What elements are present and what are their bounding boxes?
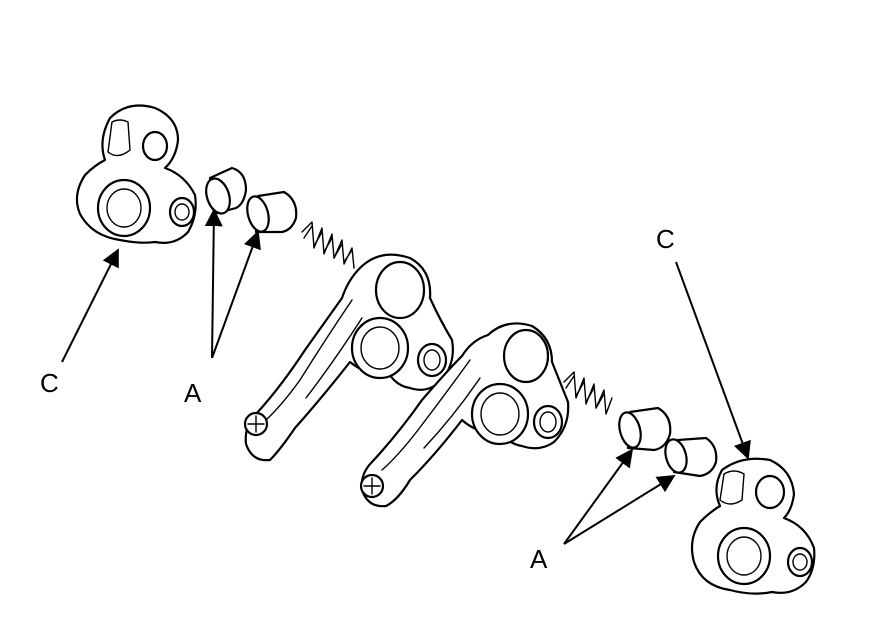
rocker-shaft-holder-right: [690, 457, 816, 595]
spring-right: [563, 371, 613, 415]
leader-c-right: [675, 261, 751, 460]
collar-left-1: [205, 166, 248, 216]
leader-a-left-2: [211, 230, 261, 359]
leader-lines: [61, 208, 751, 545]
collar-left-2: [246, 190, 298, 234]
rocker-arm-left: [243, 253, 454, 462]
rocker-arm-right: [359, 322, 570, 508]
leader-a-left-1: [204, 208, 223, 359]
leader-c-left: [61, 248, 119, 363]
collar-right-1: [618, 406, 672, 452]
callout-a-right: A: [530, 544, 548, 574]
collar-right-2: [664, 436, 718, 478]
leader-a-right-2: [563, 475, 676, 545]
spring-left: [301, 221, 355, 269]
callout-c-left: C: [40, 368, 59, 398]
rocker-shaft-holder-left: [75, 104, 197, 244]
leader-a-right-1: [563, 448, 634, 545]
callout-c-right: C: [656, 224, 675, 254]
callout-a-left: A: [184, 378, 202, 408]
